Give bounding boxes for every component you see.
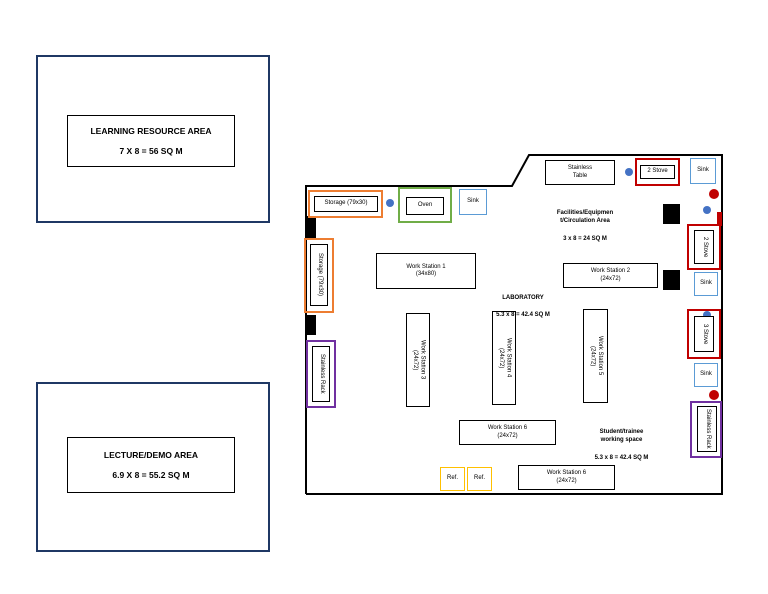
stove-right-2-frame: [687, 309, 721, 359]
work-station-4: Work Station 4 (24x72): [492, 311, 516, 405]
oven: Oven: [406, 197, 444, 215]
learning-resource-area: [36, 55, 270, 223]
work-station-5: Work Station 5 (24x72): [583, 309, 608, 403]
work-station-1: Work Station 1 (34x80): [376, 253, 476, 289]
learning-resource-formula: 7 X 8 = 56 SQ M: [119, 146, 183, 156]
oven-label: Oven: [417, 202, 433, 209]
laboratory-label: LABORATORY 5.3 x 8 = 42.4 SQ M: [478, 285, 568, 328]
pillar: [306, 315, 316, 335]
stove-right-1: 2 Stove: [694, 230, 714, 264]
work-station-2: Work Station 2 (24x72): [563, 263, 658, 288]
stainless-table-label: Stainless Table: [567, 165, 593, 179]
storage-vertical-frame: [304, 238, 334, 313]
oven-frame: [398, 187, 452, 223]
stove-right-1-frame: [687, 224, 721, 270]
stainless-rack-left-label: Stainless Rack: [318, 354, 325, 394]
red-dot-icon: [709, 189, 719, 199]
sink-top-right-label: Sink: [697, 167, 709, 174]
red-dot-icon: [709, 390, 719, 400]
blue-dot-icon: [703, 311, 711, 319]
stove-top: 2 Stove: [640, 165, 675, 179]
learning-resource-label-box: LEARNING RESOURCE AREA 7 X 8 = 56 SQ M: [67, 115, 235, 167]
student-area-label: Student/trainee working space 5.3 x 8 = …: [574, 419, 669, 471]
pillar: [663, 270, 680, 290]
work-station-3: Work Station 3 (24x72): [406, 313, 430, 407]
lecture-demo-formula: 6.9 X 8 = 55.2 SQ M: [112, 470, 190, 480]
sink-right-2: Sink: [694, 363, 718, 387]
work-station-1-label: Work Station 1 (34x80): [406, 263, 446, 278]
stove-top-frame: [635, 158, 680, 186]
stove-right-1-label: 2 Stove: [701, 236, 708, 258]
stainless-rack-left: Stainless Rack: [312, 346, 330, 402]
sink-right-1: Sink: [694, 272, 718, 296]
student-area-title: Student/trainee working space: [599, 428, 644, 444]
lecture-demo-label-box: LECTURE/DEMO AREA 6.9 X 8 = 55.2 SQ M: [67, 437, 235, 493]
refrigerator-2-label: Ref.: [473, 475, 485, 482]
lecture-demo-area: [36, 382, 270, 552]
sink-right-1-label: Sink: [700, 280, 712, 287]
pillar: [306, 216, 316, 238]
facilities-area-formula: 3 x 8 = 24 SQ M: [563, 235, 607, 242]
blue-dot-icon: [625, 168, 633, 176]
stainless-rack-left-frame: [306, 340, 336, 408]
work-station-4-label: Work Station 4 (24x72): [498, 338, 512, 378]
refrigerator-2: Ref.: [467, 467, 492, 491]
pillar: [663, 204, 680, 224]
sink-right-2-label: Sink: [700, 371, 712, 378]
storage-label: Storage (79x30): [324, 200, 368, 207]
work-station-6b-label: Work Station 6 (24x72): [546, 470, 587, 484]
work-station-2-label: Work Station 2 (24x72): [590, 268, 631, 282]
laboratory-formula: 5.3 x 8 = 42.4 SQ M: [496, 312, 550, 319]
pillar: [717, 212, 722, 226]
work-station-6b: Work Station 6 (24x72): [518, 465, 615, 490]
sink-top-left: Sink: [459, 189, 487, 215]
stainless-rack-right-label: Stainless Rack: [704, 409, 711, 449]
stove-top-label: 2 Stove: [647, 168, 668, 175]
work-station-3-label: Work Station 3 (24x72): [412, 340, 426, 380]
refrigerator-1-label: Ref.: [446, 475, 458, 482]
stainless-rack-right-frame: [690, 401, 722, 458]
storage: Storage (79x30): [314, 196, 378, 212]
sink-top-right: Sink: [690, 158, 716, 184]
storage-vertical-label: Storage (79x30): [316, 253, 323, 297]
student-area-formula: 5.3 x 8 = 42.4 SQ M: [594, 454, 649, 461]
stainless-rack-right: Stainless Rack: [697, 406, 717, 452]
work-station-6a-label: Work Station 6 (24x72): [487, 425, 528, 439]
stainless-table: Stainless Table: [545, 160, 615, 185]
refrigerator-1: Ref.: [440, 467, 465, 491]
learning-resource-title: LEARNING RESOURCE AREA: [90, 126, 212, 136]
storage-vertical: Storage (79x30): [310, 244, 328, 306]
stove-right-2: 3 Stove: [694, 316, 714, 352]
blue-dot-icon: [386, 199, 394, 207]
stove-right-2-label: 3 Stove: [701, 323, 708, 345]
blue-dot-icon: [703, 206, 711, 214]
laboratory-title: LABORATORY: [502, 294, 544, 301]
work-station-5-label: Work Station 5 (24x72): [589, 336, 604, 376]
lecture-demo-title: LECTURE/DEMO AREA: [103, 450, 199, 460]
facilities-area-label: Facilities/Equipmen t/Circulation Area 3…: [535, 200, 635, 252]
sink-top-left-label: Sink: [467, 198, 479, 205]
work-station-6a: Work Station 6 (24x72): [459, 420, 556, 445]
facilities-area-title: Facilities/Equipmen t/Circulation Area: [556, 209, 614, 225]
storage-frame: [308, 190, 383, 218]
